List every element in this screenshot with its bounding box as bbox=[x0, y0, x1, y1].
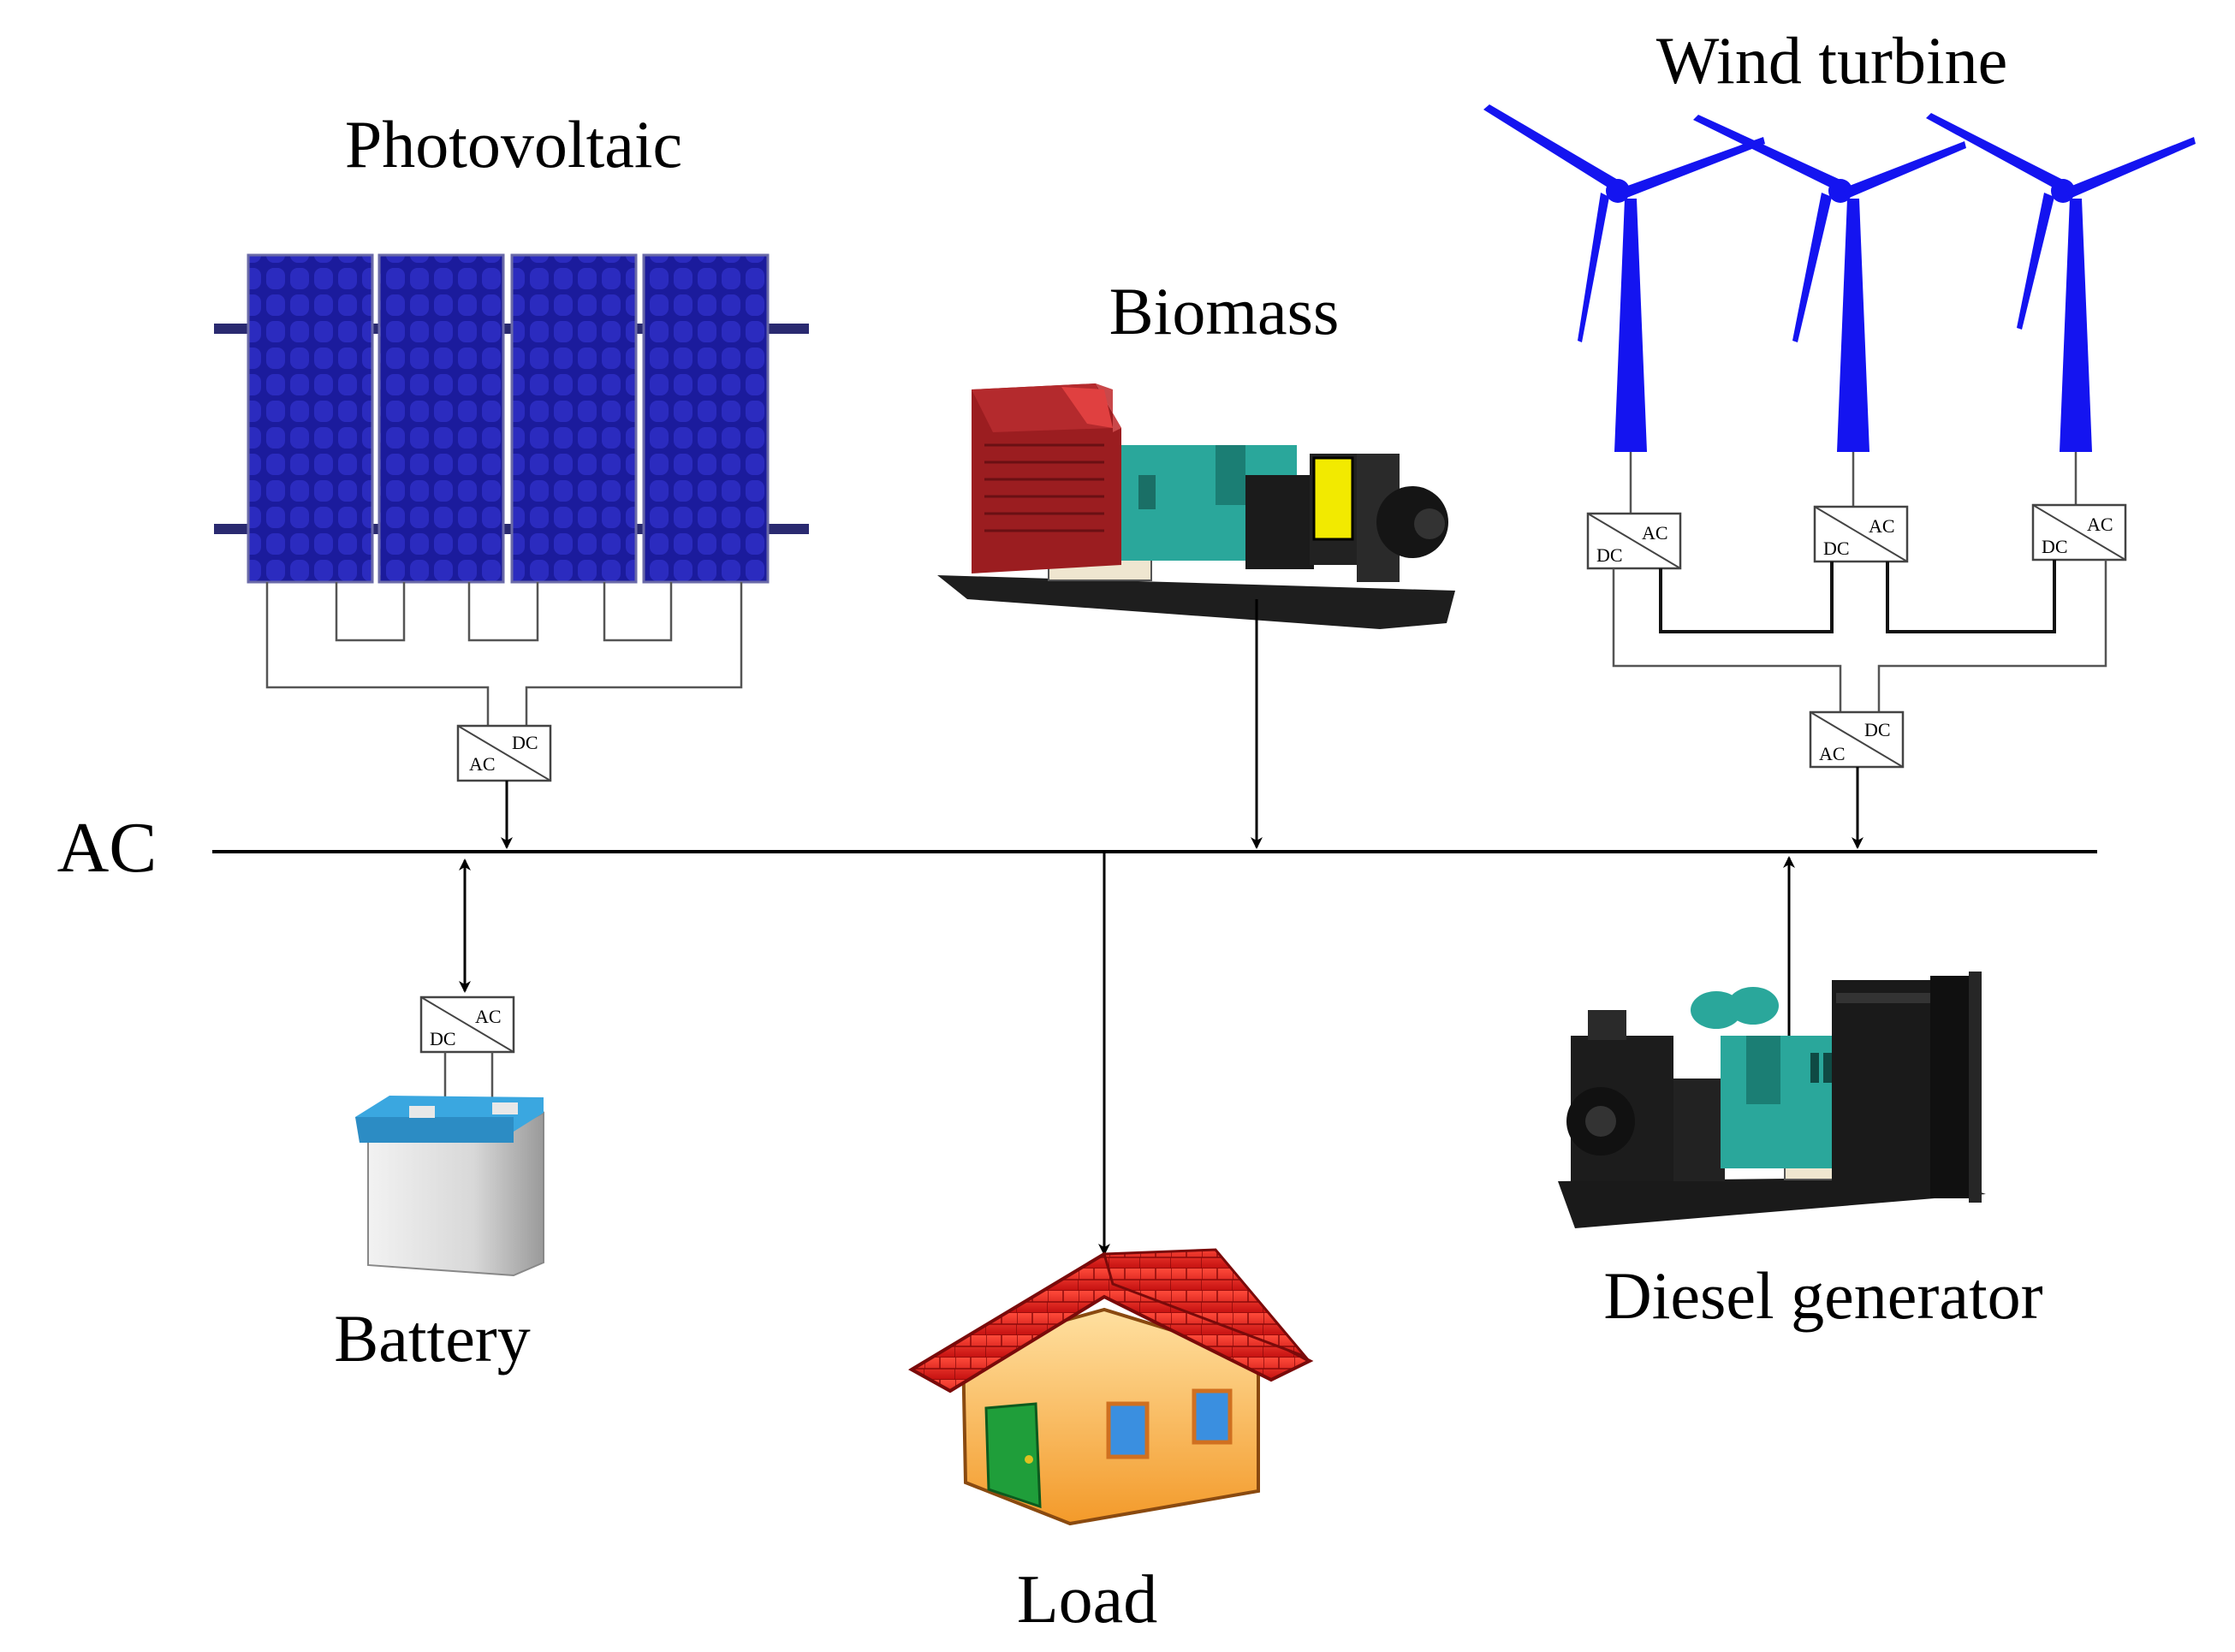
battery-converter-dc-text: DC bbox=[430, 1028, 456, 1049]
wind-rectifier-1: DC AC bbox=[1586, 452, 1682, 570]
rectifier-1-dc-text: DC bbox=[1596, 544, 1623, 566]
load-label: Load bbox=[1017, 1562, 1157, 1637]
battery-converter-ac-text: AC bbox=[475, 1006, 502, 1027]
diesel-generator-label: Diesel generator bbox=[1603, 1258, 2042, 1333]
biomass-label: Biomass bbox=[1109, 274, 1340, 348]
pv-inverter: AC DC bbox=[456, 724, 552, 782]
wind-wiring bbox=[1612, 560, 2107, 712]
wind-inverter-dc-text: DC bbox=[1864, 719, 1891, 740]
rectifier-1-ac-text: AC bbox=[1642, 522, 1668, 544]
wind-turbine-icon bbox=[1483, 104, 2196, 452]
rectifier-2-dc-text: DC bbox=[1823, 538, 1850, 559]
ac-bus-label: AC bbox=[57, 808, 158, 888]
rectifier-2-ac-text: AC bbox=[1869, 515, 1895, 537]
battery-converter: DC AC bbox=[419, 995, 515, 1104]
pv-inverter-ac-text: AC bbox=[469, 753, 496, 775]
photovoltaic-label: Photovoltaic bbox=[345, 107, 682, 181]
wind-rectifier-2: DC AC bbox=[1813, 452, 1909, 563]
wind-inverter: AC DC bbox=[1809, 710, 1905, 769]
wind-inverter-ac-text: AC bbox=[1819, 743, 1846, 764]
biomass-generator-icon bbox=[937, 383, 1455, 629]
wind-rectifier-3: DC AC bbox=[2031, 452, 2127, 562]
diesel-generator-icon bbox=[1558, 972, 1986, 1228]
house-icon bbox=[908, 1248, 1314, 1526]
battery-icon bbox=[355, 1096, 544, 1277]
solar-panel-icon bbox=[214, 253, 809, 584]
rectifier-3-dc-text: DC bbox=[2042, 536, 2068, 557]
pv-inverter-dc-text: DC bbox=[512, 732, 538, 753]
rectifier-3-ac-text: AC bbox=[2087, 514, 2113, 535]
pv-wiring bbox=[265, 582, 743, 726]
wind-turbine-label: Wind turbine bbox=[1656, 23, 2008, 98]
battery-label: Battery bbox=[334, 1301, 531, 1376]
